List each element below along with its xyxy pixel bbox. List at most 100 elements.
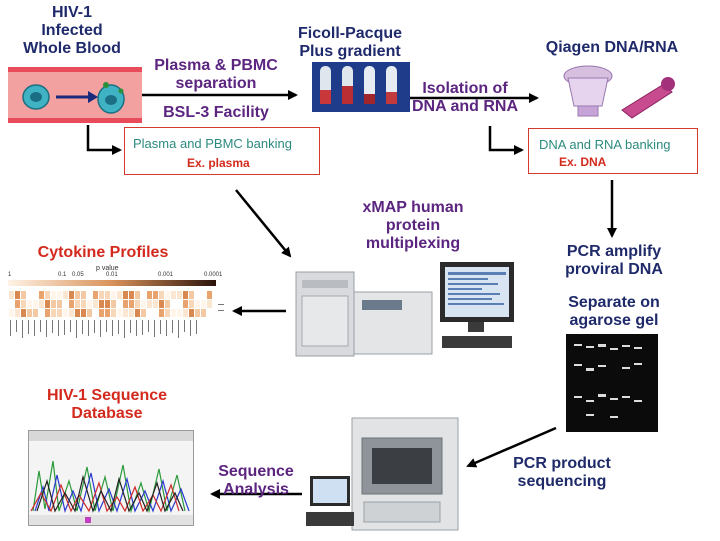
heatmap-cell [9,291,14,299]
heatmap-cell [45,291,50,299]
hiv-infected-blood-label: HIV-1 Infected Whole Blood [23,4,121,57]
sequence-trace-graphic [29,431,193,525]
xmap-instrument-image [292,258,524,362]
heatmap-cell [69,300,74,308]
heatmap-cell [27,291,32,299]
heatmap-cell [165,309,170,317]
heatmap-cell [57,300,62,308]
hiv-sequence-database-label: HIV-1 Sequence Database [46,387,168,422]
dna-rna-banking-box: DNA and RNA banking Ex. DNA [528,128,698,174]
pcr-amplify-label: PCR amplify proviral DNA [565,243,663,278]
test-tubes-graphic [320,66,397,104]
heatmap-cell [183,291,188,299]
plasma-banking-title: Plasma and PBMC banking [133,136,292,151]
heatmap-cell [81,300,86,308]
heatmap-tick: 0.0001 [204,272,223,278]
heatmap-cell [147,309,152,317]
heatmap-cell [117,300,122,308]
arrow-blood-to-plasma-bank [86,125,122,155]
heatmap-cell [45,309,50,317]
heatmap-cell [159,309,164,317]
heatmap-cell [195,300,200,308]
heatmap-cell [57,291,62,299]
sequencer-graphic [306,417,459,531]
heatmap-cell [171,309,176,317]
agarose-gel-image [566,334,658,432]
heatmap-cell [153,309,158,317]
heatmap-cell [75,300,80,308]
arrow-plasma-to-xmap [235,189,292,258]
heatmap-cell [129,291,134,299]
heatmap-cell [93,309,98,317]
gel-bands-graphic [574,344,642,418]
heatmap-cell [27,300,32,308]
heatmap-cell [51,291,56,299]
heatmap-cell [183,300,188,308]
heatmap-cell [51,300,56,308]
sequence-analysis-label: Sequence Analysis [218,463,294,498]
ficoll-tubes-image [312,62,410,112]
heatmap-ticks: 1 0.1 0.05 0.01 0.001 0.0001 [8,272,222,280]
heatmap-cell [201,291,206,299]
heatmap-cell [207,309,212,317]
heatmap-cell [93,291,98,299]
plasma-pbmc-banking-box: Plasma and PBMC banking Ex. plasma [124,127,320,175]
arrow-gel-to-sequencer [466,426,557,468]
heatmap-tick: 0.1 [58,272,67,278]
heatmap-cell [81,309,86,317]
qiagen-label: Qiagen DNA/RNA [545,39,679,56]
heatmap-cell [195,309,200,317]
heatmap-cell [33,309,38,317]
blood-cell-graphic [8,67,142,123]
heatmap-cell [201,309,206,317]
heatmap-cell [39,291,44,299]
heatmap-cell [75,291,80,299]
heatmap-cell [189,291,194,299]
heatmap-cell [105,309,110,317]
heatmap-cell [165,291,170,299]
heatmap-cell [27,309,32,317]
heatmap-cell [87,309,92,317]
heatmap-cell [117,309,122,317]
heatmap-tick: 0.001 [158,272,174,278]
heatmap-cell [141,300,146,308]
heatmap-cell [93,300,98,308]
qiagen-columns-image [552,62,682,122]
heatmap-cell [123,291,128,299]
bsl3-label: BSL-3 Facility [163,104,269,121]
heatmap-cell [63,309,68,317]
heatmap-cell [51,309,56,317]
cytokine-heatmap: p value 1 0.1 0.05 0.01 0.001 0.0001 [8,265,224,345]
heatmap-cell [159,291,164,299]
pcr-sequencing-label: PCR product sequencing [513,455,611,490]
heatmap-cell [57,309,62,317]
heatmap-cell [177,291,182,299]
heatmap-tick: 0.05 [72,272,84,278]
heatmap-cell [105,300,110,308]
heatmap-cell [87,291,92,299]
isolation-label: Isolation of DNA and RNA [411,80,519,115]
heatmap-cell [147,291,152,299]
heatmap-cell [177,300,182,308]
heatmap-cell [183,309,188,317]
heatmap-cell [81,291,86,299]
heatmap-cell [153,291,158,299]
heatmap-cell [141,291,146,299]
heatmap-cell [15,300,20,308]
dna-banking-title: DNA and RNA banking [539,137,671,152]
heatmap-cell [111,291,116,299]
heatmap-cell [111,300,116,308]
heatmap-cell [171,291,176,299]
heatmap-cell [207,291,212,299]
heatmap-cell [141,309,146,317]
heatmap-cell [39,309,44,317]
heatmap-tick: 0.01 [106,272,118,278]
heatmap-cell [21,309,26,317]
heatmap-cell [21,300,26,308]
heatmap-cell [33,291,38,299]
heatmap-cell [87,300,92,308]
heatmap-cell [129,309,134,317]
heatmap-cell [135,309,140,317]
heatmap-cell [75,309,80,317]
